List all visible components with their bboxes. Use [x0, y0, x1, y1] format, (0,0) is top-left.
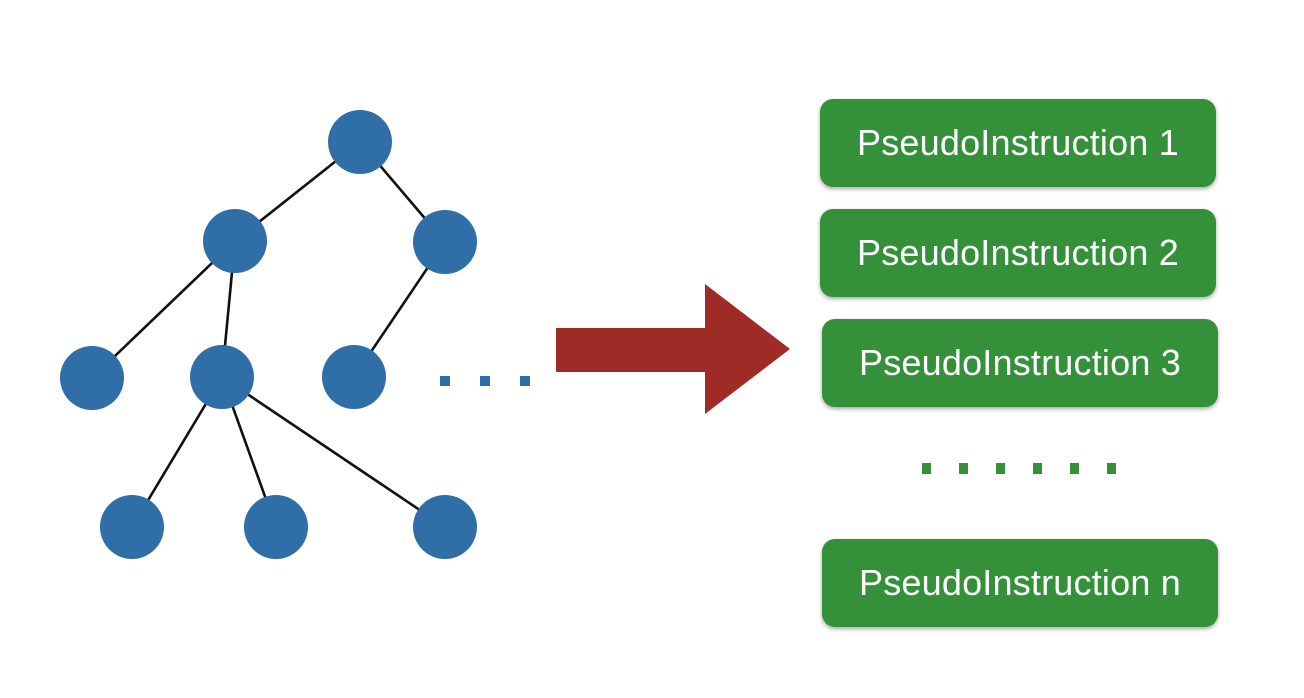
tree-edges [90, 140, 447, 529]
tree-node-a [203, 209, 267, 273]
tree-node-root [328, 110, 392, 174]
tree-edge [90, 239, 237, 380]
tree-node-a2c [413, 495, 477, 559]
dot [1070, 463, 1079, 474]
pseudo-instruction-3-box: PseudoInstruction 3 [822, 319, 1218, 407]
tree-node-b1 [322, 345, 386, 409]
tree-node-b [413, 210, 477, 274]
tree-edge [220, 375, 447, 529]
dot [520, 376, 530, 386]
pseudo-instruction-label: PseudoInstruction 1 [857, 122, 1179, 163]
tree-continuation-dots [440, 376, 530, 386]
tree-node-a2a [100, 495, 164, 559]
dot [1107, 463, 1116, 474]
dot [440, 376, 450, 386]
dot [480, 376, 490, 386]
tree-node-a2 [190, 345, 254, 409]
pseudo-instruction-label: PseudoInstruction 3 [859, 342, 1181, 383]
dot [1033, 463, 1042, 474]
pseudo-instruction-2-box: PseudoInstruction 2 [820, 209, 1216, 297]
pseudo-instruction-label: PseudoInstruction n [859, 562, 1181, 603]
tree-nodes [60, 110, 477, 559]
tree-node-a1 [60, 346, 124, 410]
dot [959, 463, 968, 474]
pseudo-instruction-n-box: PseudoInstruction n [822, 539, 1218, 627]
dot [996, 463, 1005, 474]
transform-arrow [556, 284, 790, 414]
pseudo-instruction-1-box: PseudoInstruction 1 [820, 99, 1216, 187]
instructions-ellipsis [922, 463, 1116, 474]
pseudo-instruction-label: PseudoInstruction 2 [857, 232, 1179, 273]
dot [922, 463, 931, 474]
tree-node-a2b [244, 495, 308, 559]
